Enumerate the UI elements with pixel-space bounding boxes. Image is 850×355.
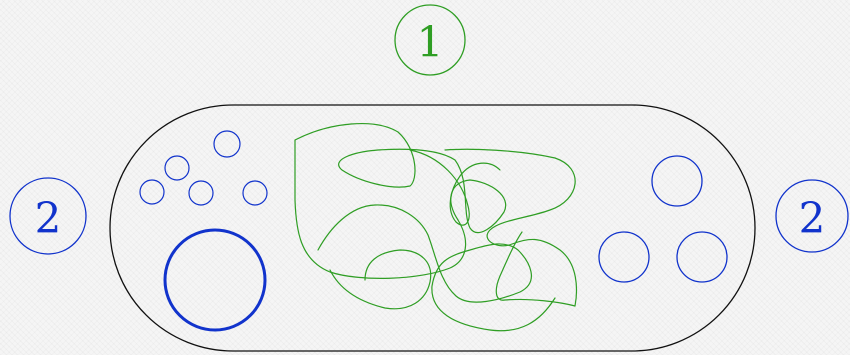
scribble-loop	[445, 149, 576, 306]
scribble-loop	[330, 250, 431, 309]
label-left-text: 2	[35, 194, 62, 243]
label-right-text: 2	[799, 194, 826, 243]
medium-circle	[599, 232, 649, 282]
small-circle	[189, 181, 213, 205]
label-top: 1	[395, 5, 465, 75]
small-circle	[140, 180, 164, 204]
label-top-text: 1	[417, 18, 444, 67]
scribble-loop	[295, 124, 506, 279]
scribble-loop	[318, 205, 555, 331]
medium-circle	[652, 156, 702, 206]
small-circle	[243, 181, 267, 205]
small-circle	[214, 131, 240, 157]
label-right: 2	[776, 180, 848, 252]
medium-circle	[677, 232, 727, 282]
green-scribble	[295, 124, 576, 331]
label-left: 2	[10, 178, 86, 254]
stadium-outline	[110, 105, 755, 351]
large-circle	[165, 230, 265, 330]
left-circle-group	[140, 131, 267, 205]
right-circle-group	[599, 156, 727, 282]
small-circle	[165, 156, 189, 180]
